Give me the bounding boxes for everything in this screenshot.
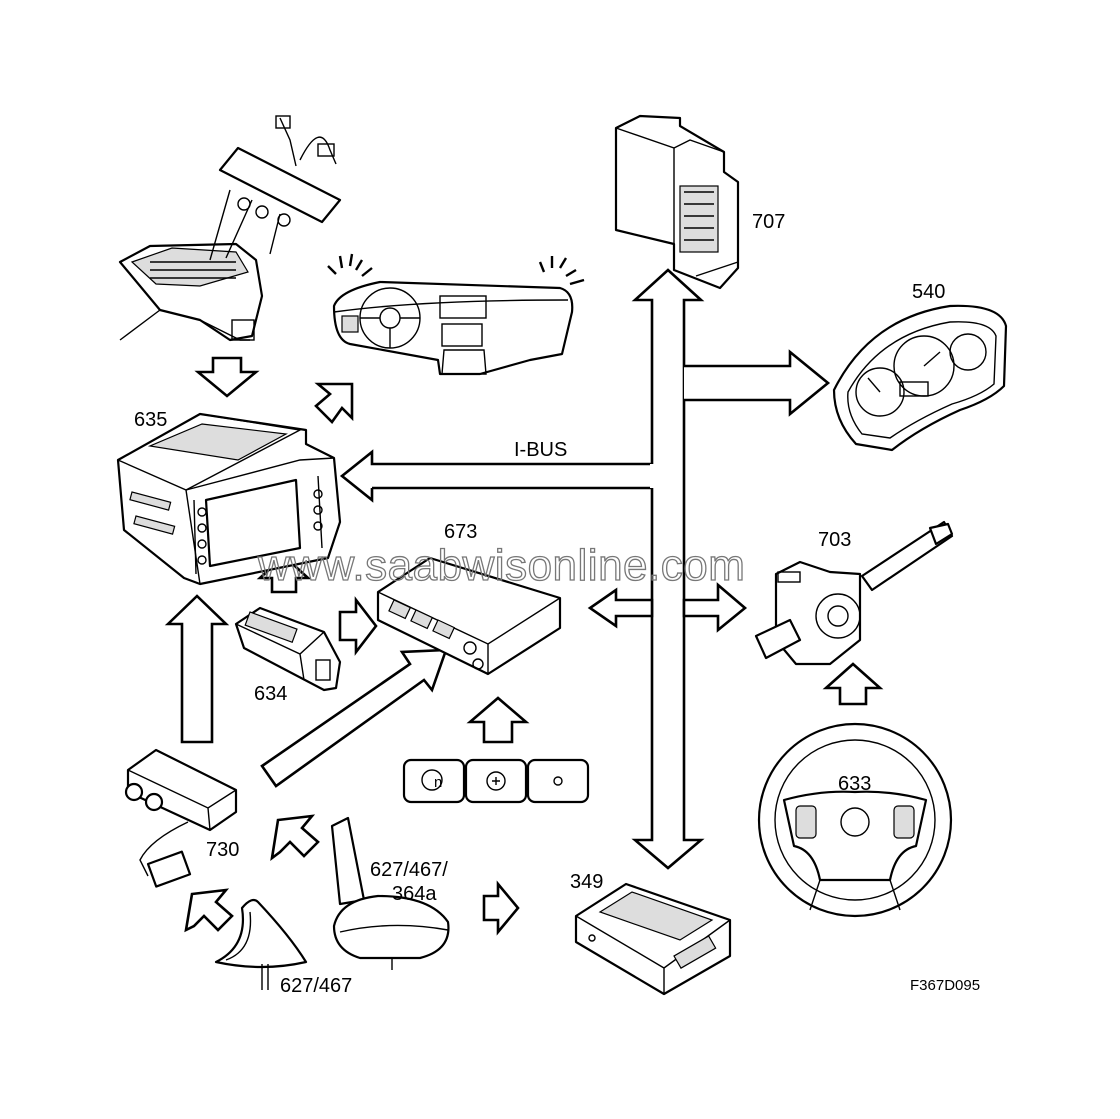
- arrow-635-to-speakers: [314, 382, 354, 425]
- arrow-634-to-673: [338, 596, 378, 656]
- label-627-467: 627/467: [280, 975, 352, 997]
- component-707-module: [614, 114, 740, 290]
- component-635-head-unit: [116, 412, 342, 586]
- arrow-730-to-635: [164, 594, 230, 744]
- dashboard-speakers: [327, 253, 585, 376]
- component-673-module: [376, 556, 562, 676]
- arrow-730-to-673: [260, 648, 448, 788]
- speaker-right-rays: [538, 256, 585, 286]
- label-673: 673: [444, 521, 477, 543]
- speaker-left-rays: [327, 253, 373, 277]
- label-730: 730: [206, 839, 239, 861]
- svg-text:n: n: [434, 774, 442, 791]
- ibus-label: I-BUS: [514, 439, 567, 461]
- arrow-633-to-703: [822, 662, 884, 706]
- arrow-rearwindow-to-635: [194, 356, 260, 398]
- label-540: 540: [912, 281, 945, 303]
- label-627-467-364a-line2: 364a: [392, 883, 437, 905]
- label-634: 634: [254, 683, 287, 705]
- arrow-buttons-to-673: [466, 696, 530, 744]
- steering-button-panel: n: [402, 758, 590, 804]
- arrow-sharkfin-to-730: [184, 888, 234, 933]
- label-707: 707: [752, 211, 785, 233]
- component-627-467-364a-roof-antenna: [330, 816, 450, 970]
- label-635: 635: [134, 409, 167, 431]
- component-730-module: [124, 748, 238, 888]
- component-349-module: [574, 882, 732, 996]
- bus-vertical-arrow: [631, 268, 705, 870]
- bus-branch-to-540: [684, 349, 831, 417]
- rear-window-antenna: [118, 115, 342, 342]
- arrow-antenna-to-730: [270, 814, 320, 861]
- arrow-antenna-to-349: [482, 880, 520, 936]
- component-634-module: [234, 606, 342, 692]
- label-703: 703: [818, 529, 851, 551]
- component-703-stalk-switch: [754, 520, 954, 666]
- watermark: www.saabwisonline.com: [257, 541, 745, 590]
- component-540-instrument-cluster: [832, 304, 1008, 452]
- ibus-line-upper: [339, 449, 652, 503]
- label-627-467-364a-line1: 627/467/: [370, 859, 448, 881]
- label-349: 349: [570, 871, 603, 893]
- bus-branch-673-703: [587, 587, 654, 629]
- label-633: 633: [838, 773, 871, 795]
- figure-code: F367D095: [910, 977, 980, 994]
- component-633-steering-wheel: [757, 722, 953, 918]
- component-627-467-sharkfin-antenna: [214, 898, 308, 990]
